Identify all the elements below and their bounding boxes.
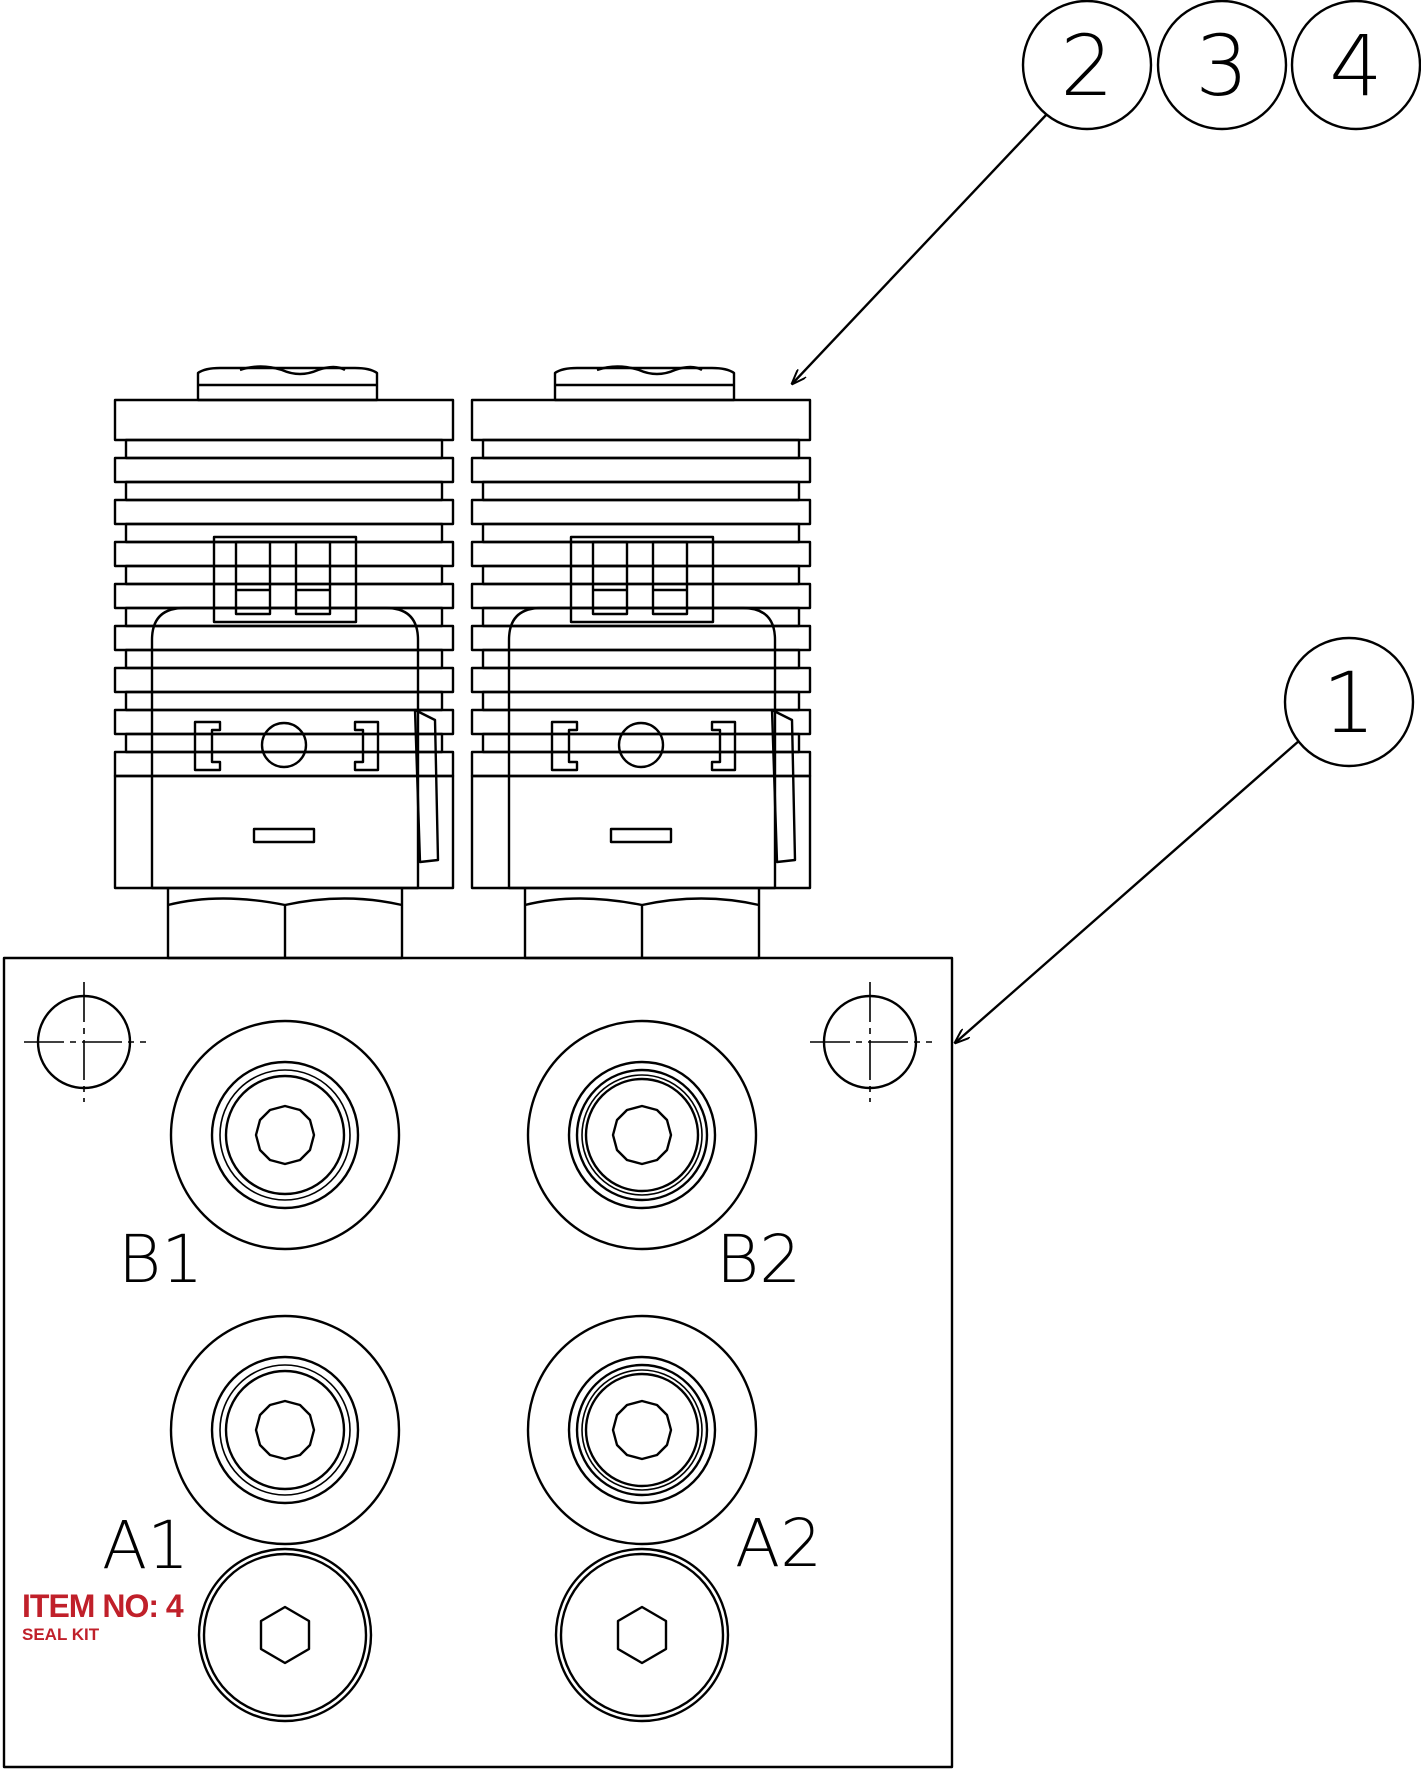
solenoid-coil-right <box>470 365 812 960</box>
leader-line-1 <box>955 739 1301 1043</box>
port-a2 <box>526 1314 758 1546</box>
port-b2 <box>526 1019 758 1251</box>
balloon-1: 1 <box>1283 636 1415 768</box>
solenoid-coil-left <box>113 365 455 960</box>
balloon-4: 4 <box>1290 0 1421 131</box>
svg-text:1: 1 <box>1322 654 1375 752</box>
balloon-2: 2 <box>1021 0 1153 131</box>
port-label-b1: B1 <box>118 1221 203 1298</box>
balloon-3: 3 <box>1156 0 1288 131</box>
mounting-hole-right <box>810 982 932 1102</box>
port-b1 <box>169 1019 401 1251</box>
port-label-a2: A2 <box>735 1505 822 1582</box>
port-label-b2: B2 <box>716 1221 801 1298</box>
svg-text:2: 2 <box>1060 17 1113 115</box>
plug-left <box>197 1547 373 1723</box>
plug-right <box>554 1547 730 1723</box>
mounting-hole-left <box>24 982 146 1102</box>
svg-text:3: 3 <box>1195 17 1248 115</box>
callout-item-number: ITEM NO: 4 <box>22 1588 184 1624</box>
svg-text:4: 4 <box>1329 17 1382 115</box>
port-label-a1: A1 <box>102 1507 189 1584</box>
callout-description: SEAL KIT <box>22 1625 100 1644</box>
manifold-block: B1 B2 A1 A2 <box>2 956 954 1769</box>
port-a1 <box>169 1314 401 1546</box>
leader-line-2 <box>792 113 1048 384</box>
